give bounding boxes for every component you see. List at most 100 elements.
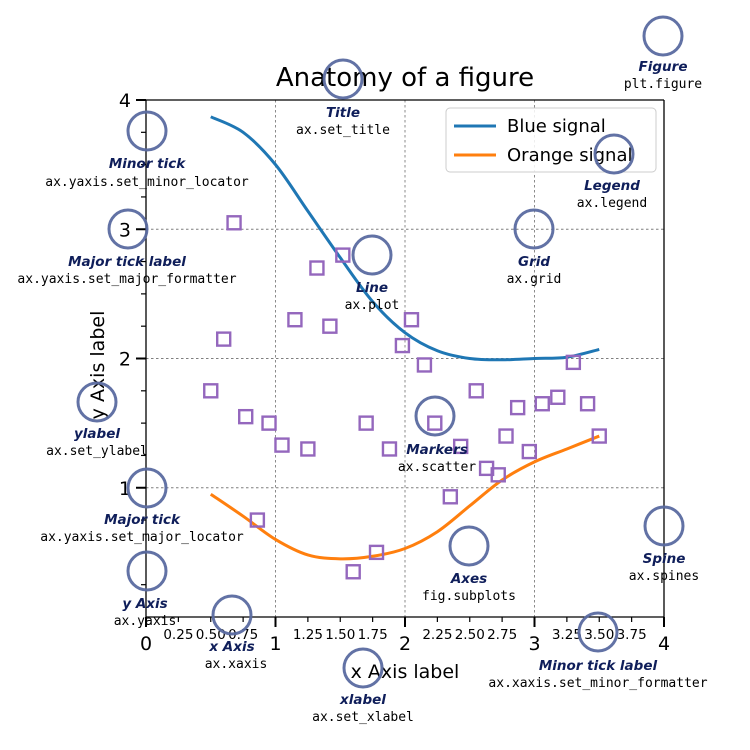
annotation-code-minor-tick-label: ax.xaxis.set_minor_formatter <box>488 676 707 691</box>
annotation-title-title: Title <box>326 105 360 121</box>
annotation-code-grid: ax.grid <box>507 272 562 287</box>
scatter-marker-12 <box>345 564 361 580</box>
annotation-code-line: ax.plot <box>345 298 400 313</box>
y-major-tick-label-1: 2 <box>119 349 131 371</box>
scatter-marker-25 <box>498 428 514 444</box>
annotation-title-minor-tick: Minor tick <box>109 156 186 172</box>
x-minor-tick-label-3: 1.25 <box>293 627 323 643</box>
annotation-circle-x-axis <box>211 594 253 636</box>
scatter-marker-10 <box>322 318 338 334</box>
series-line-0 <box>210 115 600 362</box>
x-minor-tick-label-9: 3.25 <box>552 627 582 643</box>
annotation-circle-major-tick <box>126 467 168 509</box>
annotation-title-y-axis: y Axis <box>122 596 167 612</box>
annotation-circle-ylabel <box>76 381 118 423</box>
scatter-marker-26 <box>509 399 526 416</box>
annotation-texts: Title ax.set_title Figure plt.figure Min… <box>17 59 707 725</box>
x-minor-tick-label-7: 2.50 <box>455 627 485 643</box>
annotation-circle-spine <box>643 505 685 547</box>
scatter-marker-29 <box>550 389 566 405</box>
scatter-marker-4 <box>249 512 266 528</box>
annotation-title-grid: Grid <box>518 254 550 270</box>
annotation-title-axes: Axes <box>450 571 487 587</box>
annotation-code-minor-tick: ax.yaxis.set_minor_locator <box>45 175 249 190</box>
scatter-markers <box>203 215 607 580</box>
annotation-circle-markers <box>414 395 456 437</box>
annotation-circle-grid <box>513 208 555 250</box>
x-major-tick-label-1: 1 <box>269 633 281 655</box>
annotation-circle-title <box>322 58 364 100</box>
annotation-circle-minor-tick-label <box>577 611 619 653</box>
annotation-circle-line <box>351 234 393 276</box>
x-minor-tick-label-8: 2.75 <box>487 627 517 643</box>
x-minor-tick-label-10: 3.50 <box>584 627 614 643</box>
annotation-title-xlabel: xlabel <box>339 692 386 708</box>
annotation-code-title: ax.set_title <box>296 123 390 138</box>
scatter-marker-9 <box>309 260 325 276</box>
annotation-title-major-tick-label: Major tick label <box>68 254 186 270</box>
annotation-title-markers: Markers <box>406 442 468 458</box>
annotation-code-legend: ax.legend <box>577 196 647 211</box>
annotation-title-minor-tick-label: Minor tick label <box>539 658 658 674</box>
annotation-title-ylabel: ylabel <box>74 426 120 442</box>
annotation-code-markers: ax.scatter <box>398 460 476 475</box>
scatter-marker-3 <box>238 408 254 425</box>
annotation-code-axes: fig.subplots <box>422 589 516 604</box>
scatter-marker-0 <box>203 383 219 399</box>
annotation-circle-xlabel <box>342 647 384 689</box>
scatter-marker-30 <box>565 354 582 371</box>
annotation-title-legend: Legend <box>584 178 640 194</box>
x-minor-tick-label-0: 0.25 <box>163 627 193 643</box>
annotation-title-figure: Figure <box>639 59 688 75</box>
x-major-tick-label-0: 0 <box>140 633 152 655</box>
scatter-marker-16 <box>394 337 411 354</box>
annotation-circle-minor-tick <box>126 110 168 152</box>
x-major-tick-label-3: 3 <box>528 633 540 655</box>
x-minor-tick-label-11: 3.75 <box>617 627 647 643</box>
annotation-title-x-axis: x Axis <box>208 639 254 655</box>
y-axis-label: y Axis label <box>87 311 109 420</box>
scatter-marker-8 <box>300 441 316 457</box>
x-minor-tick-label-5: 1.75 <box>358 627 388 643</box>
scatter-marker-27 <box>521 443 538 460</box>
scatter-marker-11 <box>335 247 351 263</box>
annotation-circle-legend <box>593 133 635 175</box>
scatter-marker-7 <box>287 312 303 328</box>
scatter-marker-5 <box>261 415 277 431</box>
annotation-code-y-axis: ax.yaxis <box>114 614 177 629</box>
scatter-marker-18 <box>416 357 433 373</box>
y-major-tick-label-2: 3 <box>119 219 131 241</box>
scatter-marker-21 <box>452 438 469 455</box>
x-axis-label: x Axis label <box>351 661 460 683</box>
annotation-code-x-axis: ax.xaxis <box>205 657 268 672</box>
annotation-title-spine: Spine <box>643 551 686 567</box>
x-minor-tick-label-6: 2.25 <box>422 627 452 643</box>
scatter-marker-6 <box>274 437 290 453</box>
x-minor-tick-label-4: 1.50 <box>325 627 355 643</box>
annotation-code-xlabel: ax.set_xlabel <box>312 710 414 725</box>
chart-title: Anatomy of a figure <box>276 63 534 93</box>
annotation-circle-axes <box>448 525 490 567</box>
annotation-code-spine: ax.spines <box>629 569 699 584</box>
annotation-code-major-tick-label: ax.yaxis.set_major_formatter <box>17 272 236 287</box>
x-major-tick-label-2: 2 <box>399 633 411 655</box>
y-major-tick-label-3: 4 <box>119 90 131 112</box>
annotation-code-major-tick: ax.yaxis.set_major_locator <box>40 530 244 545</box>
annotation-code-ylabel: ax.set_ylabel <box>46 444 148 459</box>
annotation-code-figure: plt.figure <box>624 77 702 92</box>
annotation-circle-y-axis <box>126 550 168 592</box>
x-major-tick-label-4: 4 <box>658 633 670 655</box>
annotation-markers <box>76 15 685 689</box>
series-lines <box>209 115 600 561</box>
scatter-marker-13 <box>358 415 374 431</box>
scatter-marker-1 <box>215 331 232 347</box>
annotation-circle-major-tick-label <box>107 208 149 250</box>
legend-label-blue: Blue signal <box>507 116 606 137</box>
scatter-marker-2 <box>226 215 242 231</box>
scatter-marker-20 <box>442 489 459 505</box>
scatter-marker-19 <box>427 415 443 431</box>
legend-label-orange: Orange signal <box>507 145 632 166</box>
legend-frame <box>445 107 657 173</box>
scatter-marker-15 <box>381 441 398 457</box>
